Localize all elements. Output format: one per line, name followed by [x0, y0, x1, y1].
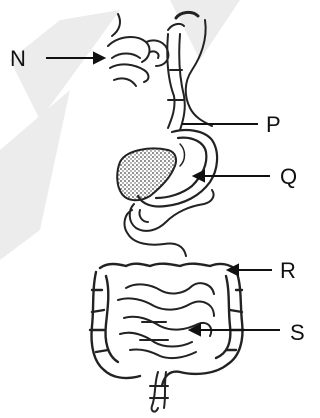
oesophagus [167, 34, 185, 130]
rectum [150, 372, 168, 412]
arrow-N-icon [94, 53, 104, 63]
label-Q: Q [280, 164, 297, 189]
liver [117, 149, 176, 201]
small-intestine [118, 283, 214, 358]
pointer-lines [46, 53, 280, 335]
label-R: R [280, 258, 296, 283]
arrow-Q-icon [194, 171, 204, 181]
label-S: S [290, 320, 305, 345]
label-P: P [266, 112, 281, 137]
label-N: N [10, 46, 26, 71]
large-intestine [90, 264, 244, 386]
